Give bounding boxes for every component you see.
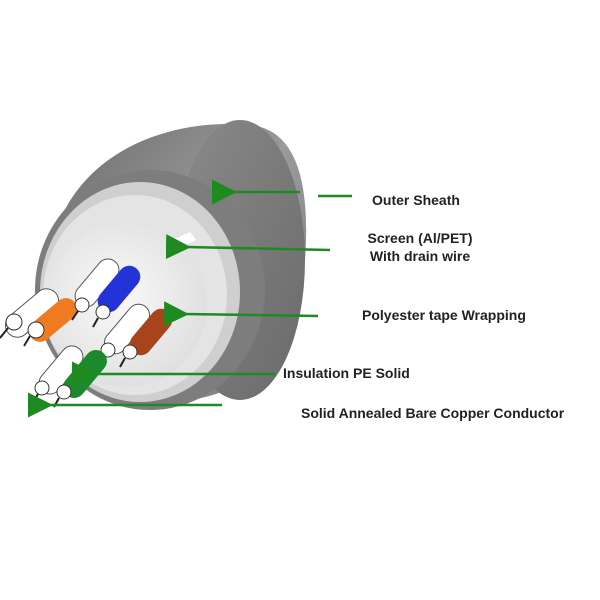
pair-brown	[97, 303, 173, 368]
label-screen-line1: Screen (Al/PET)	[367, 230, 473, 246]
label-outer-sheath: Outer Sheath	[372, 192, 460, 208]
label-screen-line2: With drain wire	[369, 248, 471, 264]
arrow-polyester	[163, 301, 319, 327]
label-insulation: Insulation PE Solid	[283, 365, 410, 381]
label-polyester: Polyester tape Wrapping	[362, 307, 526, 323]
label-conductor: Solid Annealed Bare Copper Conductor	[301, 405, 565, 421]
twisted-pairs	[0, 258, 173, 408]
pair-blue	[71, 258, 141, 328]
callout-arrows	[27, 179, 352, 418]
polyester-tape	[43, 223, 207, 387]
label-screen: Screen (Al/PET) With drain wire	[356, 229, 484, 265]
pair-orange	[0, 288, 78, 347]
arrow-screen	[165, 234, 331, 260]
